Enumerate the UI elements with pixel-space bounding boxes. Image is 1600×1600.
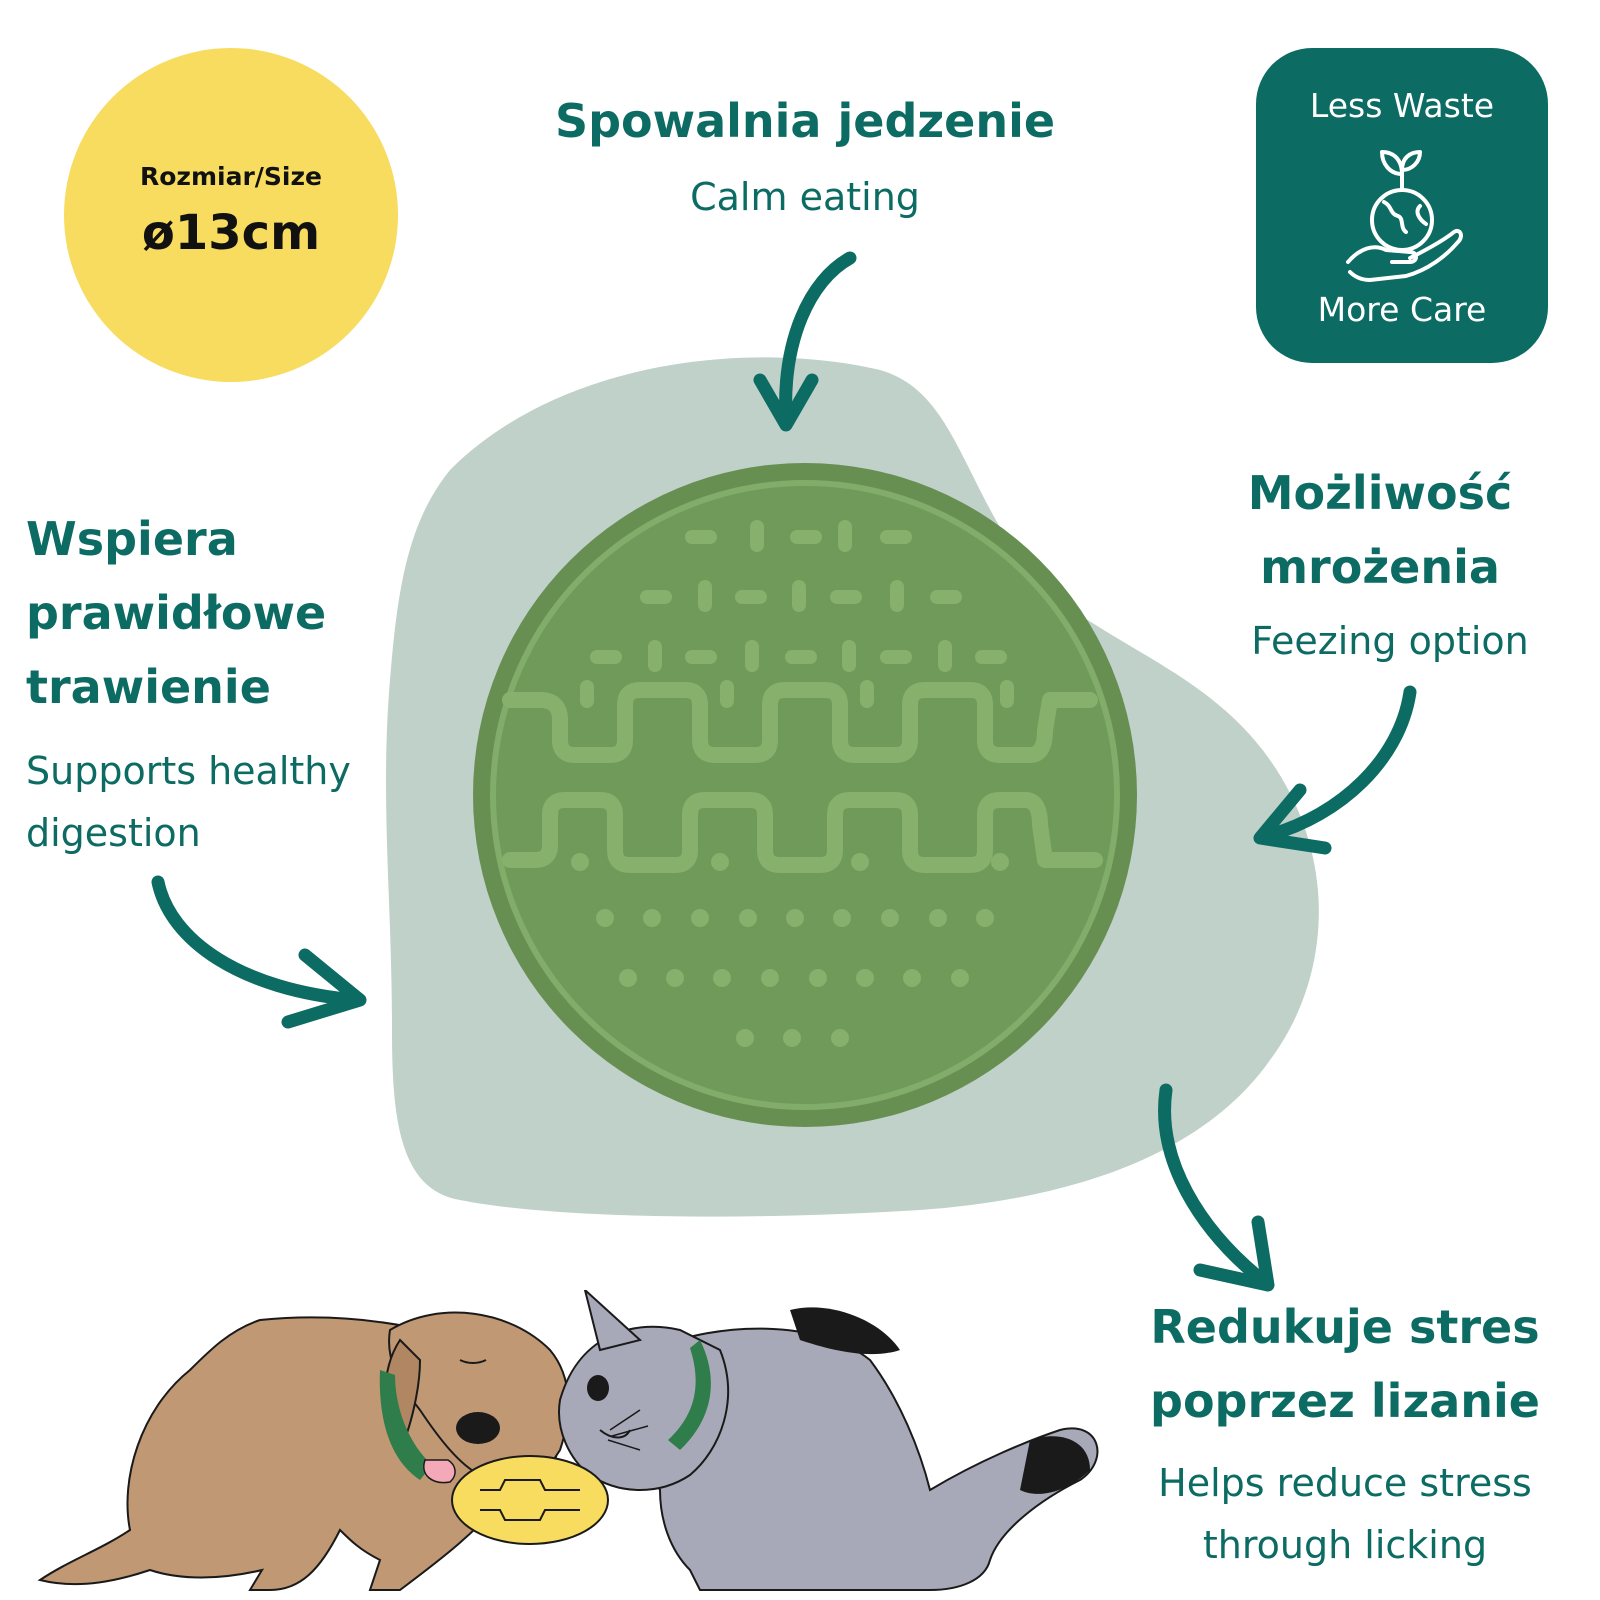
- feature-bottom-right-subtitle: Helps reduce stress through licking: [1110, 1452, 1580, 1576]
- feature-left-heading-line: Wspiera: [26, 512, 238, 566]
- cat-eye: [587, 1375, 609, 1401]
- cat-collar: [668, 1340, 711, 1450]
- feature-right-heading-line: Możliwość: [1247, 466, 1513, 520]
- hand-globe-sprout-icon: [1346, 150, 1463, 282]
- cat-spot: [1020, 1436, 1090, 1494]
- feature-top-subtitle: Calm eating: [690, 175, 920, 219]
- mini-lick-mat: [451, 1455, 609, 1545]
- size-value: ø13cm: [141, 204, 321, 261]
- feature-bottom-right-heading-line: Redukuje stres: [1150, 1300, 1540, 1354]
- feature-right-heading-line: mrożenia: [1260, 540, 1500, 594]
- feature-bottom-right-subtitle-line: Helps reduce stress: [1158, 1461, 1532, 1505]
- lick-mat-image: [473, 463, 1137, 1127]
- size-label: Rozmiar/Size: [139, 161, 322, 191]
- dog-nose: [456, 1412, 500, 1444]
- dog-collar: [379, 1370, 432, 1480]
- feature-left-heading-line: prawidłowe: [26, 586, 327, 640]
- feature-bottom-right-heading-line: poprzez lizanie: [1150, 1374, 1540, 1428]
- feature-left-subtitle: Supports healthy digestion: [26, 740, 426, 864]
- feature-right-heading: Możliwość mrożenia: [1180, 456, 1580, 604]
- cat-body: [638, 1327, 1099, 1591]
- eco-badge-bottom-text: More Care: [1317, 290, 1487, 329]
- feature-bottom-right-heading: Redukuje stres poprzez lizanie: [1110, 1290, 1580, 1438]
- feature-left-subtitle-line: Supports healthy: [26, 749, 351, 793]
- feature-left-heading-line: trawienie: [26, 660, 271, 714]
- eco-badge-top-text: Less Waste: [1309, 86, 1495, 125]
- feature-top-heading: Spowalnia jedzenie: [554, 94, 1056, 148]
- size-badge: Rozmiar/Size ø13cm: [64, 48, 398, 382]
- cat-ear: [583, 1290, 643, 1352]
- feature-right-subtitle: Feezing option: [1251, 619, 1529, 663]
- dog-tongue: [423, 1459, 456, 1484]
- cat-spot: [790, 1307, 900, 1355]
- feature-left-heading: Wspiera prawidłowe trawienie: [26, 502, 426, 724]
- feature-left-subtitle-line: digestion: [26, 811, 201, 855]
- dog-and-cat-illustration: [37, 1290, 1099, 1591]
- feature-bottom-right-subtitle-line: through licking: [1202, 1523, 1488, 1567]
- eco-badge: Less Waste More Care: [1256, 48, 1548, 363]
